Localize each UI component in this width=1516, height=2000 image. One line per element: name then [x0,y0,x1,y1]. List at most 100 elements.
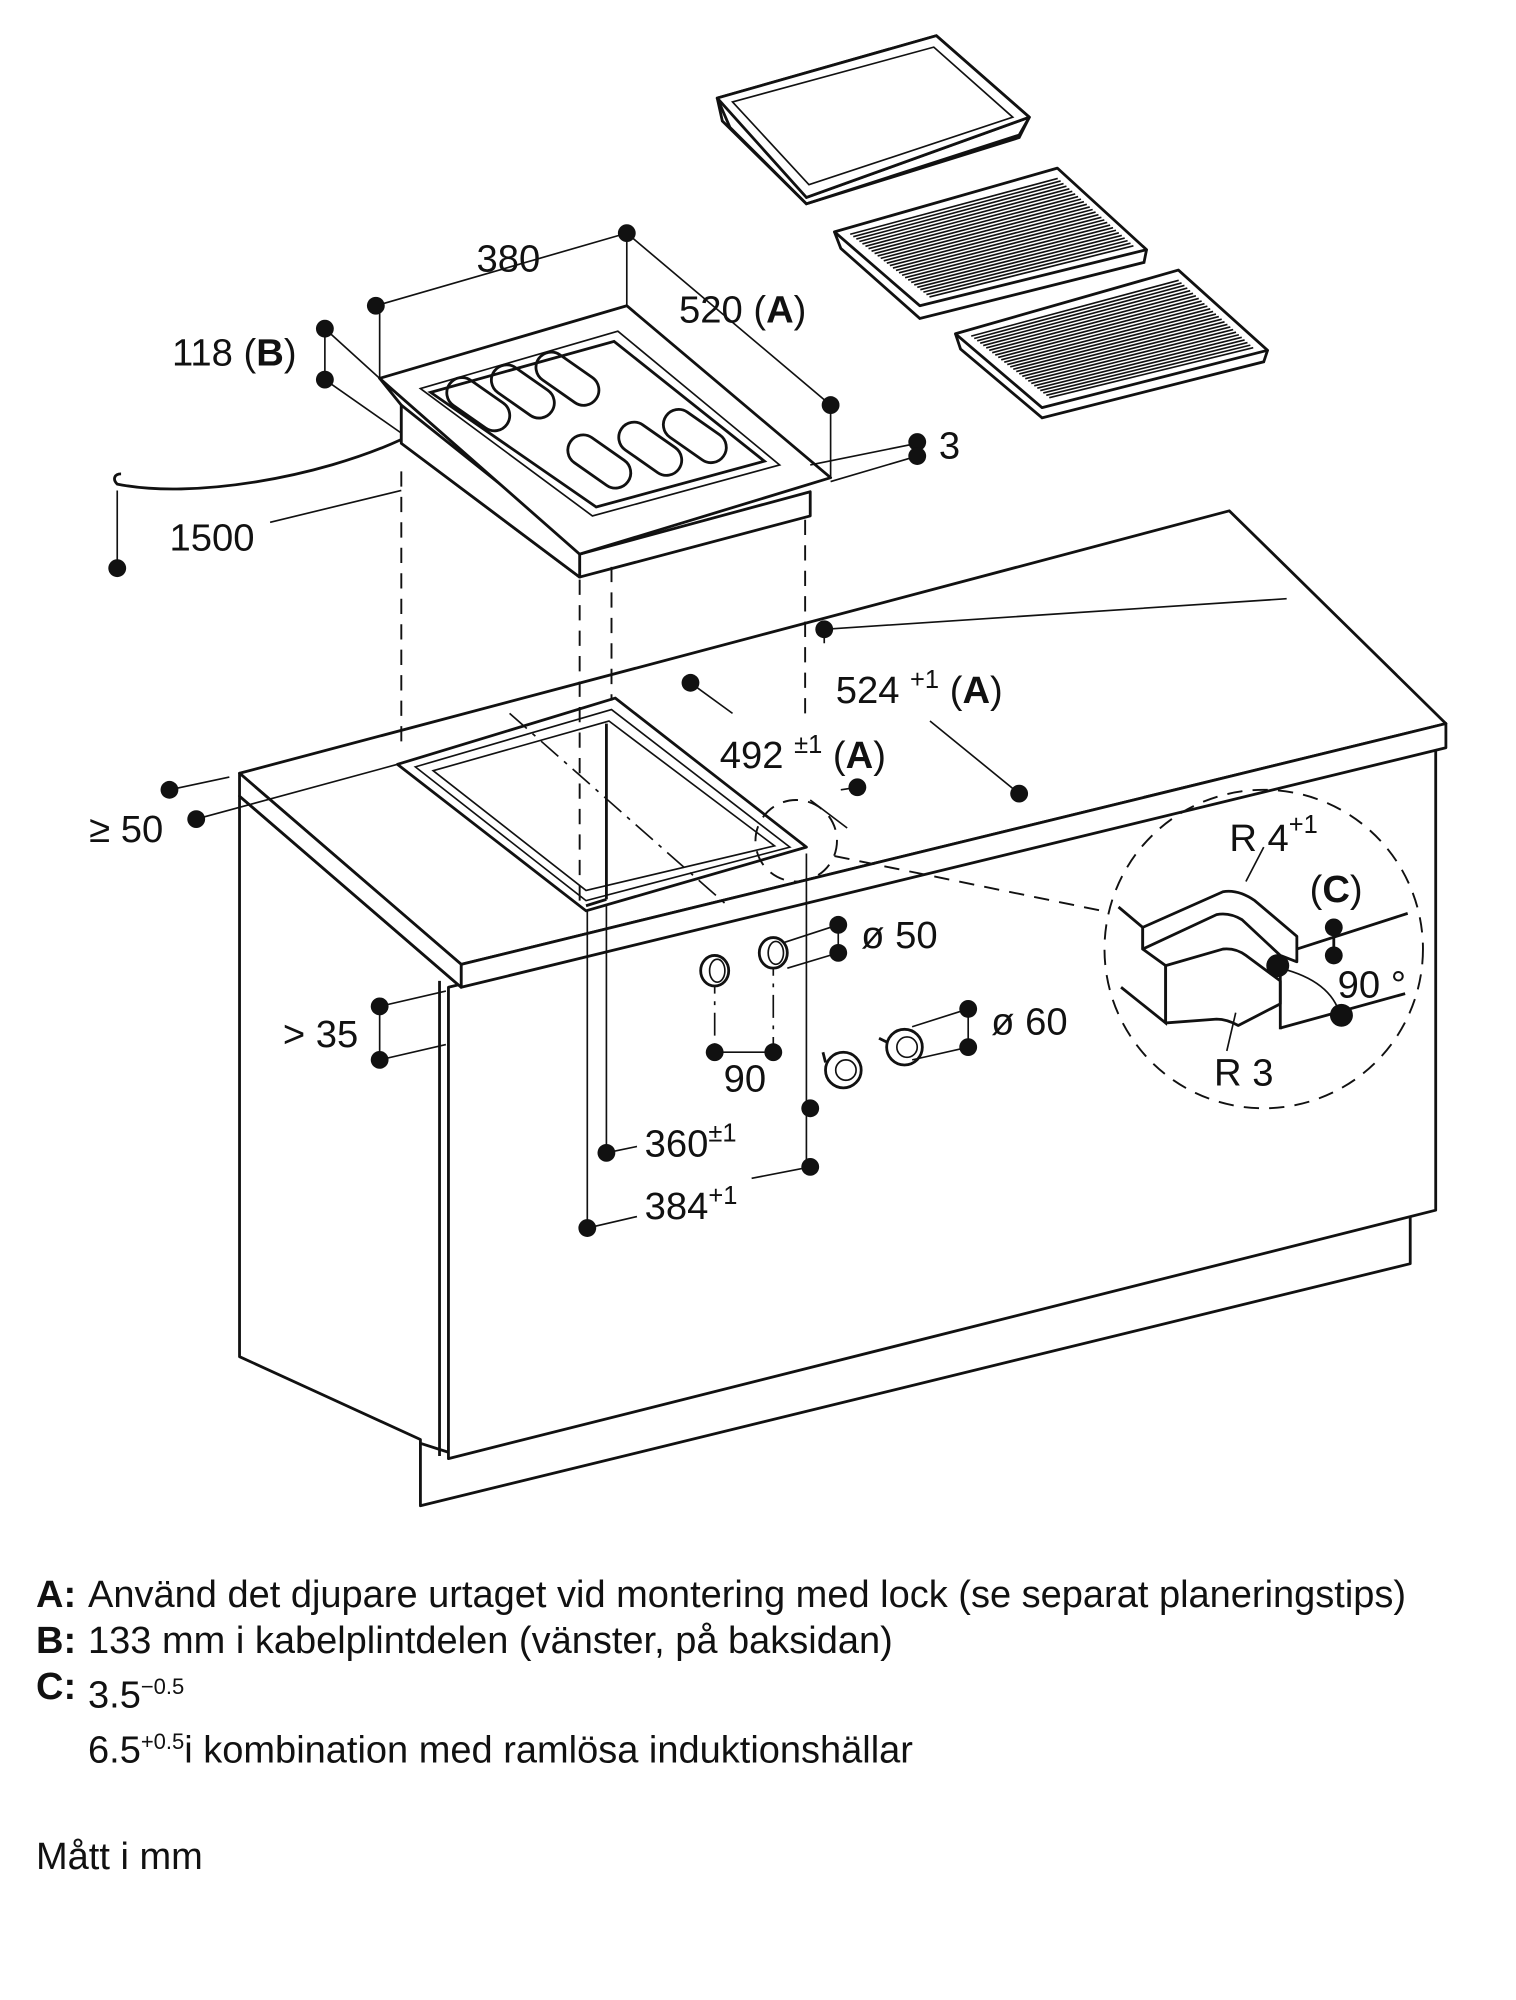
rib [853,180,1061,238]
rib [865,190,1073,248]
dim-min50-label: ≥ 50 [89,808,163,851]
griddle-plate [954,268,1269,420]
rib [1022,323,1228,378]
rib [1001,305,1208,361]
detail-r4-label: R 4+1 [1229,811,1318,860]
note-a: A: Använd det djupare urtaget vid monteri… [36,1572,1406,1618]
rib [856,182,1064,240]
note-b: B:133 mm i kabelplintdelen (vänster, på … [36,1618,1406,1664]
dim-492-label: 492 ±1 (A) [720,731,886,777]
heating-coil [489,363,556,420]
detail-r3-label: R 3 [1214,1051,1273,1094]
rib [901,221,1108,277]
rib [889,211,1096,267]
rib [871,195,1079,252]
note-key: B: [36,1620,77,1662]
detail-angle-label: 90 ° [1338,963,1406,1006]
rib [988,295,1197,352]
note-c: C: 3.5−0.5 [36,1664,1406,1719]
rib [923,239,1128,293]
rib [1037,336,1242,389]
dimension-dots [108,224,1029,1237]
rib [1043,341,1248,394]
power-cable [113,438,402,491]
note-text: 3.5−0.5 [88,1674,185,1717]
rib [1007,310,1214,366]
rib [982,289,1191,347]
rib [895,216,1102,272]
dim-524-label: 524 +1 (A) [836,666,1003,712]
rib [970,279,1179,337]
note-c-2: 6.5+0.5i kombination med ramlösa indukti… [36,1719,1406,1774]
rib [907,226,1114,281]
notes: A: Använd det djupare urtaget vid monteri… [36,1572,1406,1773]
rib [880,203,1088,260]
teppan-yaki-hob [378,304,833,579]
rib [973,282,1182,340]
note-text: 6.5+0.5i kombination med ramlösa indukti… [88,1728,913,1772]
dim-3-label: 3 [939,425,960,468]
heating-coil [566,433,633,490]
dim-90-label: 90 [724,1058,767,1101]
rib [898,219,1105,274]
rib [1031,331,1237,385]
rib [979,287,1188,345]
lid-tray [715,34,1031,206]
note-text: Använd det djupare urtaget vid montering… [88,1574,1407,1616]
dim-35-label: > 35 [283,1013,358,1056]
grill-plate [833,166,1148,321]
dim-dia50-label: ø 50 [861,914,937,957]
heating-coil [617,420,684,477]
rib [998,302,1205,359]
dim-384-label: 384+1 [645,1182,738,1228]
rib [859,185,1067,243]
unit-note: Mått i mm [36,1836,203,1878]
rib [1028,328,1234,382]
rib [904,224,1111,279]
rib [1013,315,1220,371]
rib [874,198,1082,255]
detail-circle [1103,788,1424,1110]
heating-coil [661,408,728,465]
rib [1049,346,1254,399]
dim-dia60-label: ø 60 [991,1000,1067,1043]
rib [917,234,1122,289]
note-key: C: [36,1666,77,1708]
rib [1046,344,1251,397]
rib [886,208,1093,264]
dim-360-label: 360±1 [645,1119,737,1165]
rib [1010,313,1217,368]
rib [926,242,1131,296]
rib [868,193,1076,250]
rib [850,177,1058,236]
rib [1004,308,1211,363]
rib [1040,339,1245,392]
rib [1034,333,1240,387]
rib [877,200,1085,257]
rib [1025,326,1231,380]
rib [985,292,1194,349]
dim-380-label: 380 [476,237,540,280]
heating-coil [534,350,601,407]
rib [914,232,1120,286]
cable-glands [821,1027,924,1090]
note-key: A: [36,1574,77,1616]
rib [910,229,1117,284]
rib [1016,318,1222,373]
rib [929,245,1134,298]
rib [992,297,1199,354]
edge-profile-detail [1117,846,1409,1052]
rib [862,187,1070,245]
detail-c-label: (C) [1310,868,1363,911]
dim-1500-label: 1500 [169,516,254,559]
connection-openings [699,936,789,988]
rib [976,284,1185,342]
rib [1019,320,1225,375]
heating-coil [445,376,512,433]
rib [892,213,1099,269]
dim-520-label: 520 (A) [679,288,806,331]
rib [995,300,1202,356]
rib [883,206,1090,262]
worktop-cutout [396,696,808,913]
